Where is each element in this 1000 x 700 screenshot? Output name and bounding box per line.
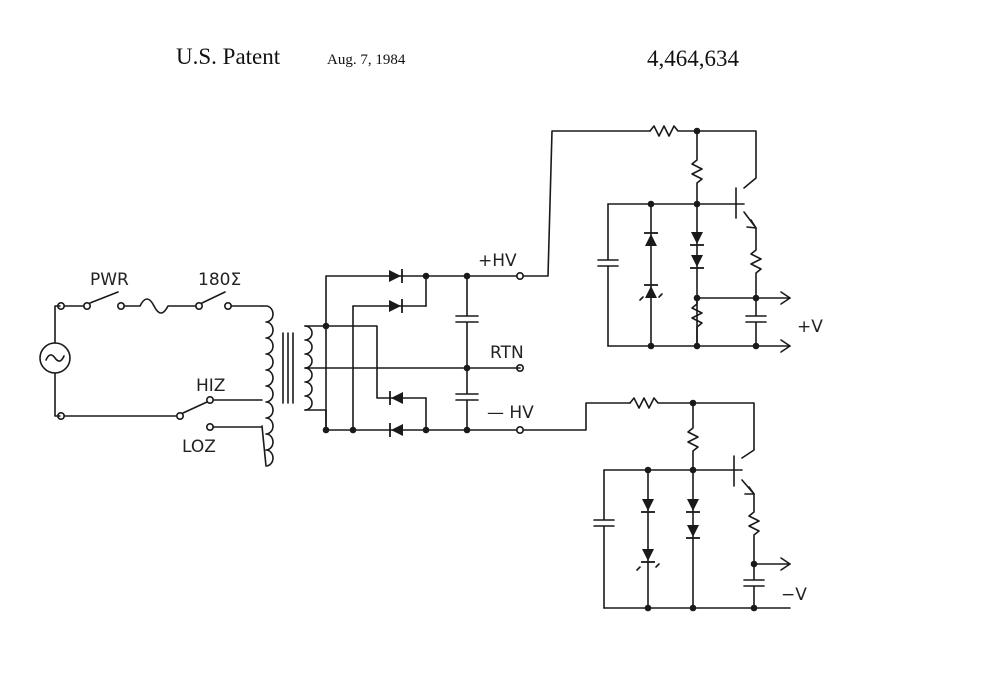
transformer [261, 305, 521, 467]
terminals [56, 301, 233, 431]
patent-date: Aug. 7, 1984 [327, 52, 406, 68]
label-neg-v: −V [781, 585, 807, 605]
power-switch [63, 291, 119, 307]
label-pos-hv: +HV [478, 251, 517, 271]
patent-number: 4,464,634 [647, 46, 739, 71]
label-rtn: RTN [490, 343, 524, 363]
impedance-switch [182, 399, 263, 428]
patent-title: U.S. Patent [176, 44, 281, 69]
input-wiring [54, 305, 177, 417]
label-loz: LOZ [182, 437, 216, 457]
label-pwr: PWR [90, 270, 129, 290]
fuse [123, 298, 197, 314]
voltage-switch [201, 291, 263, 307]
rectifier [322, 268, 430, 438]
label-hiz: HIZ [196, 376, 225, 396]
label-neg-hv: — HV [487, 403, 534, 423]
ac-source [39, 342, 71, 374]
negative-regulator [522, 397, 791, 612]
label-voltage: 180Σ [198, 270, 241, 290]
positive-regulator [522, 125, 791, 353]
label-pos-v: +V [797, 317, 823, 337]
